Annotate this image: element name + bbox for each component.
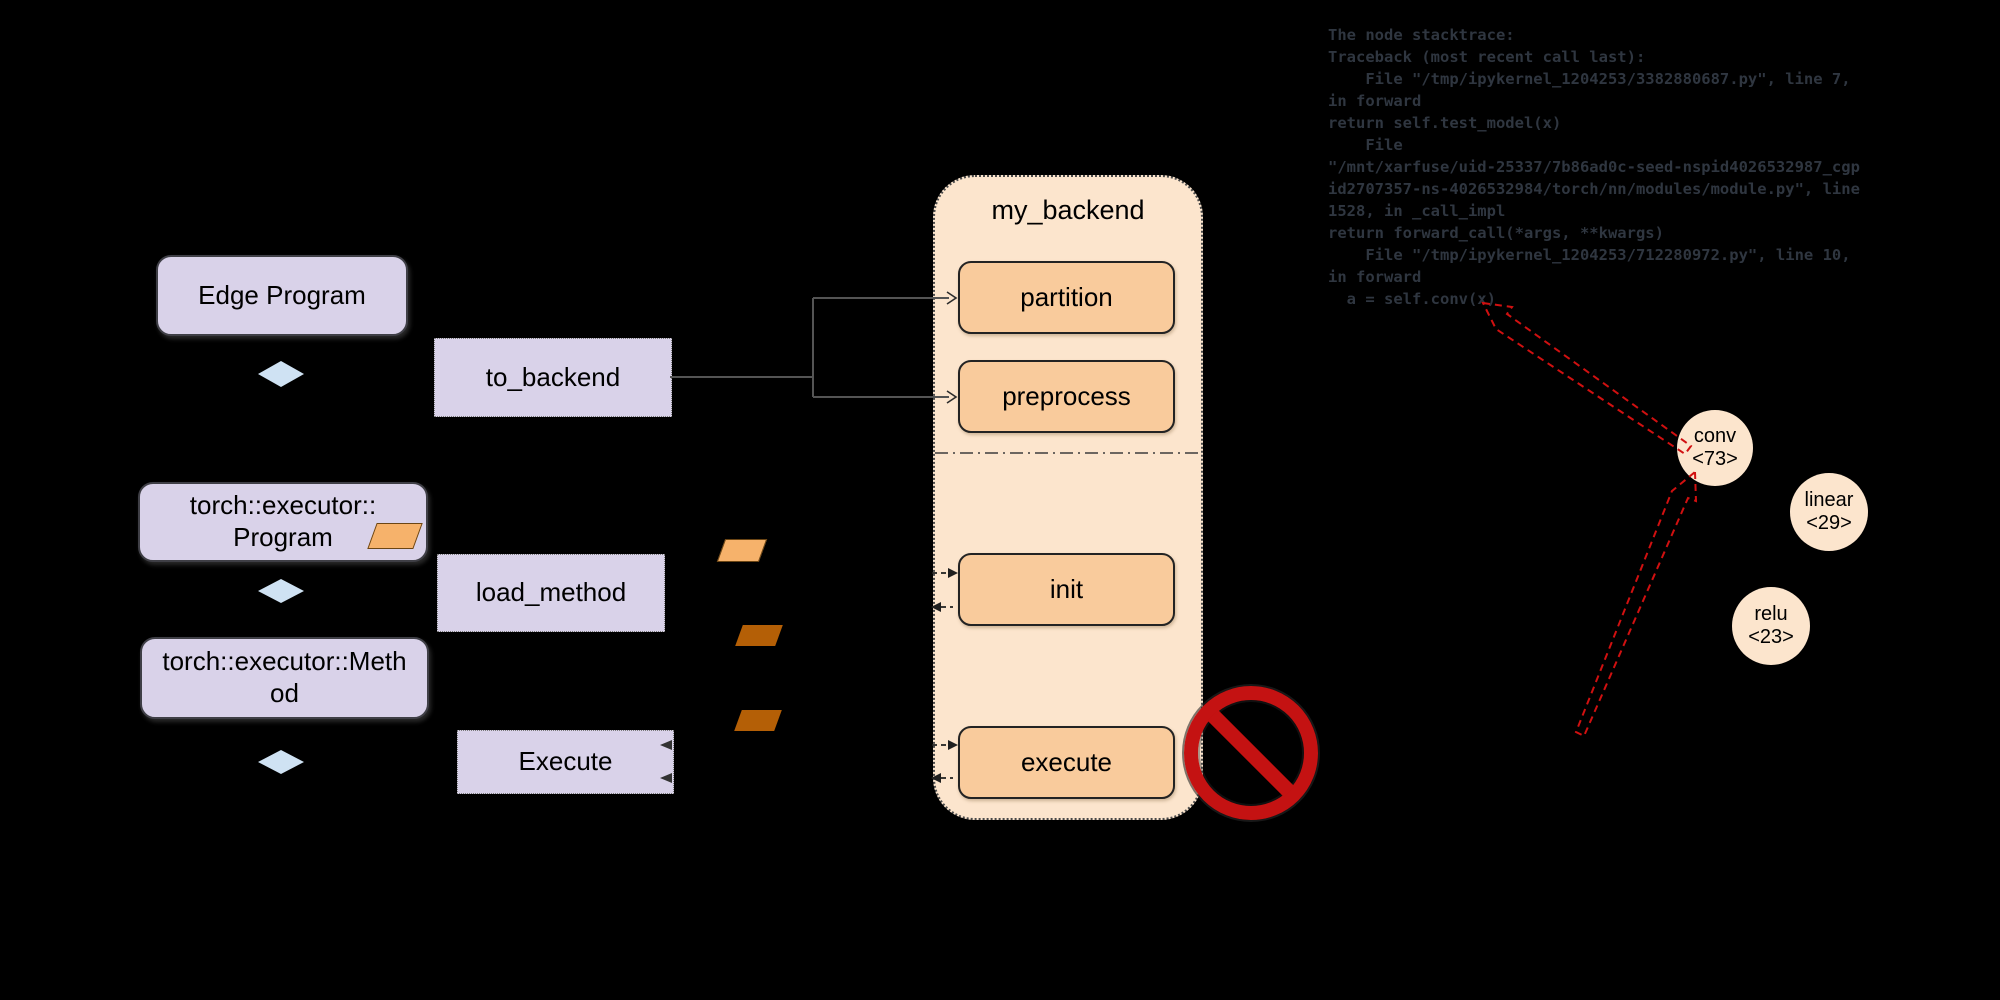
init-label: init	[1049, 574, 1084, 604]
relu-node: relu <23>	[1732, 587, 1810, 665]
relu-node-label: relu	[1754, 603, 1788, 625]
stacktrace-line: in forward	[1328, 268, 1422, 286]
partition-box: partition	[958, 261, 1175, 334]
load-method-box: load_method	[437, 554, 665, 632]
stacktrace-line: File	[1328, 136, 1403, 154]
parallelogram-icon	[367, 523, 423, 549]
conv-node-id: <73>	[1692, 448, 1738, 470]
executor-method-box: torch::executor::Meth od	[140, 637, 429, 719]
load-method-label: load_method	[475, 577, 627, 608]
edge-program-box: Edge Program	[156, 255, 408, 336]
linear-node-label: linear	[1804, 489, 1854, 511]
stacktrace-line: id2707357-ns-4026532984/torch/nn/modules…	[1328, 180, 1860, 198]
to-backend-connector	[670, 297, 949, 398]
diamond-icon	[258, 579, 304, 603]
to-backend-label: to_backend	[485, 361, 621, 392]
my-backend-title: my_backend	[991, 195, 1145, 225]
stacktrace-line: in forward	[1328, 92, 1422, 110]
conv-node-label: conv	[1693, 425, 1737, 447]
parallelogram-icon	[734, 710, 782, 731]
executor-method-line2: od	[270, 678, 299, 708]
conv-node: conv <73>	[1677, 410, 1753, 486]
stacktrace-line: Traceback (most recent call last):	[1328, 48, 1646, 66]
executor-program-box: torch::executor:: Program	[138, 482, 428, 562]
execute-backend-box: execute	[958, 726, 1175, 799]
diamond-icon	[258, 361, 304, 387]
red-arrow-to-stacktrace	[1481, 301, 1693, 456]
execute-backend-label: execute	[1020, 747, 1113, 777]
parallelogram-icon	[735, 625, 783, 646]
diamond-icon	[258, 750, 304, 774]
init-box: init	[958, 553, 1175, 626]
stacktrace-line: "/mnt/xarfuse/uid-25337/7b86ad0c-seed-ns…	[1328, 158, 1860, 176]
executor-program-label: torch::executor:: Program	[190, 490, 376, 553]
execute-flow-box: Execute	[457, 730, 674, 794]
red-arrow-to-conv-node	[1574, 469, 1698, 738]
stacktrace-line: 1528, in _call_impl	[1328, 202, 1506, 220]
stacktrace-line: The node stacktrace:	[1328, 26, 1515, 44]
executor-program-line1: torch::executor::	[189, 490, 377, 521]
relu-node-id: <23>	[1748, 626, 1794, 648]
stacktrace-line: return forward_call(*args, **kwargs)	[1328, 224, 1664, 242]
linear-node: linear <29>	[1790, 473, 1868, 551]
parallelogram-icon	[716, 539, 768, 562]
stacktrace-line: File "/tmp/ipykernel_1204253/712280972.p…	[1328, 246, 1851, 264]
no-entry-icon	[1184, 686, 1318, 820]
linear-node-id: <29>	[1806, 512, 1852, 534]
edge-program-label: Edge Program	[198, 279, 366, 310]
executor-method-line1: torch::executor::Meth	[162, 646, 407, 677]
preprocess-label: preprocess	[1002, 381, 1131, 411]
stacktrace-text: The node stacktrace: Traceback (most rec…	[1328, 24, 1860, 310]
preprocess-box: preprocess	[958, 360, 1175, 433]
partition-label: partition	[1020, 282, 1113, 312]
to-backend-box: to_backend	[434, 338, 672, 417]
stacktrace-line: a = self.conv(x)	[1328, 290, 1496, 308]
executor-program-line2: Program	[233, 522, 333, 552]
stacktrace-line: return self.test_model(x)	[1328, 114, 1562, 132]
executor-method-label: torch::executor::Meth od	[162, 646, 406, 709]
execute-flow-label: Execute	[518, 746, 613, 777]
stacktrace-line: File "/tmp/ipykernel_1204253/3382880687.…	[1328, 70, 1851, 88]
